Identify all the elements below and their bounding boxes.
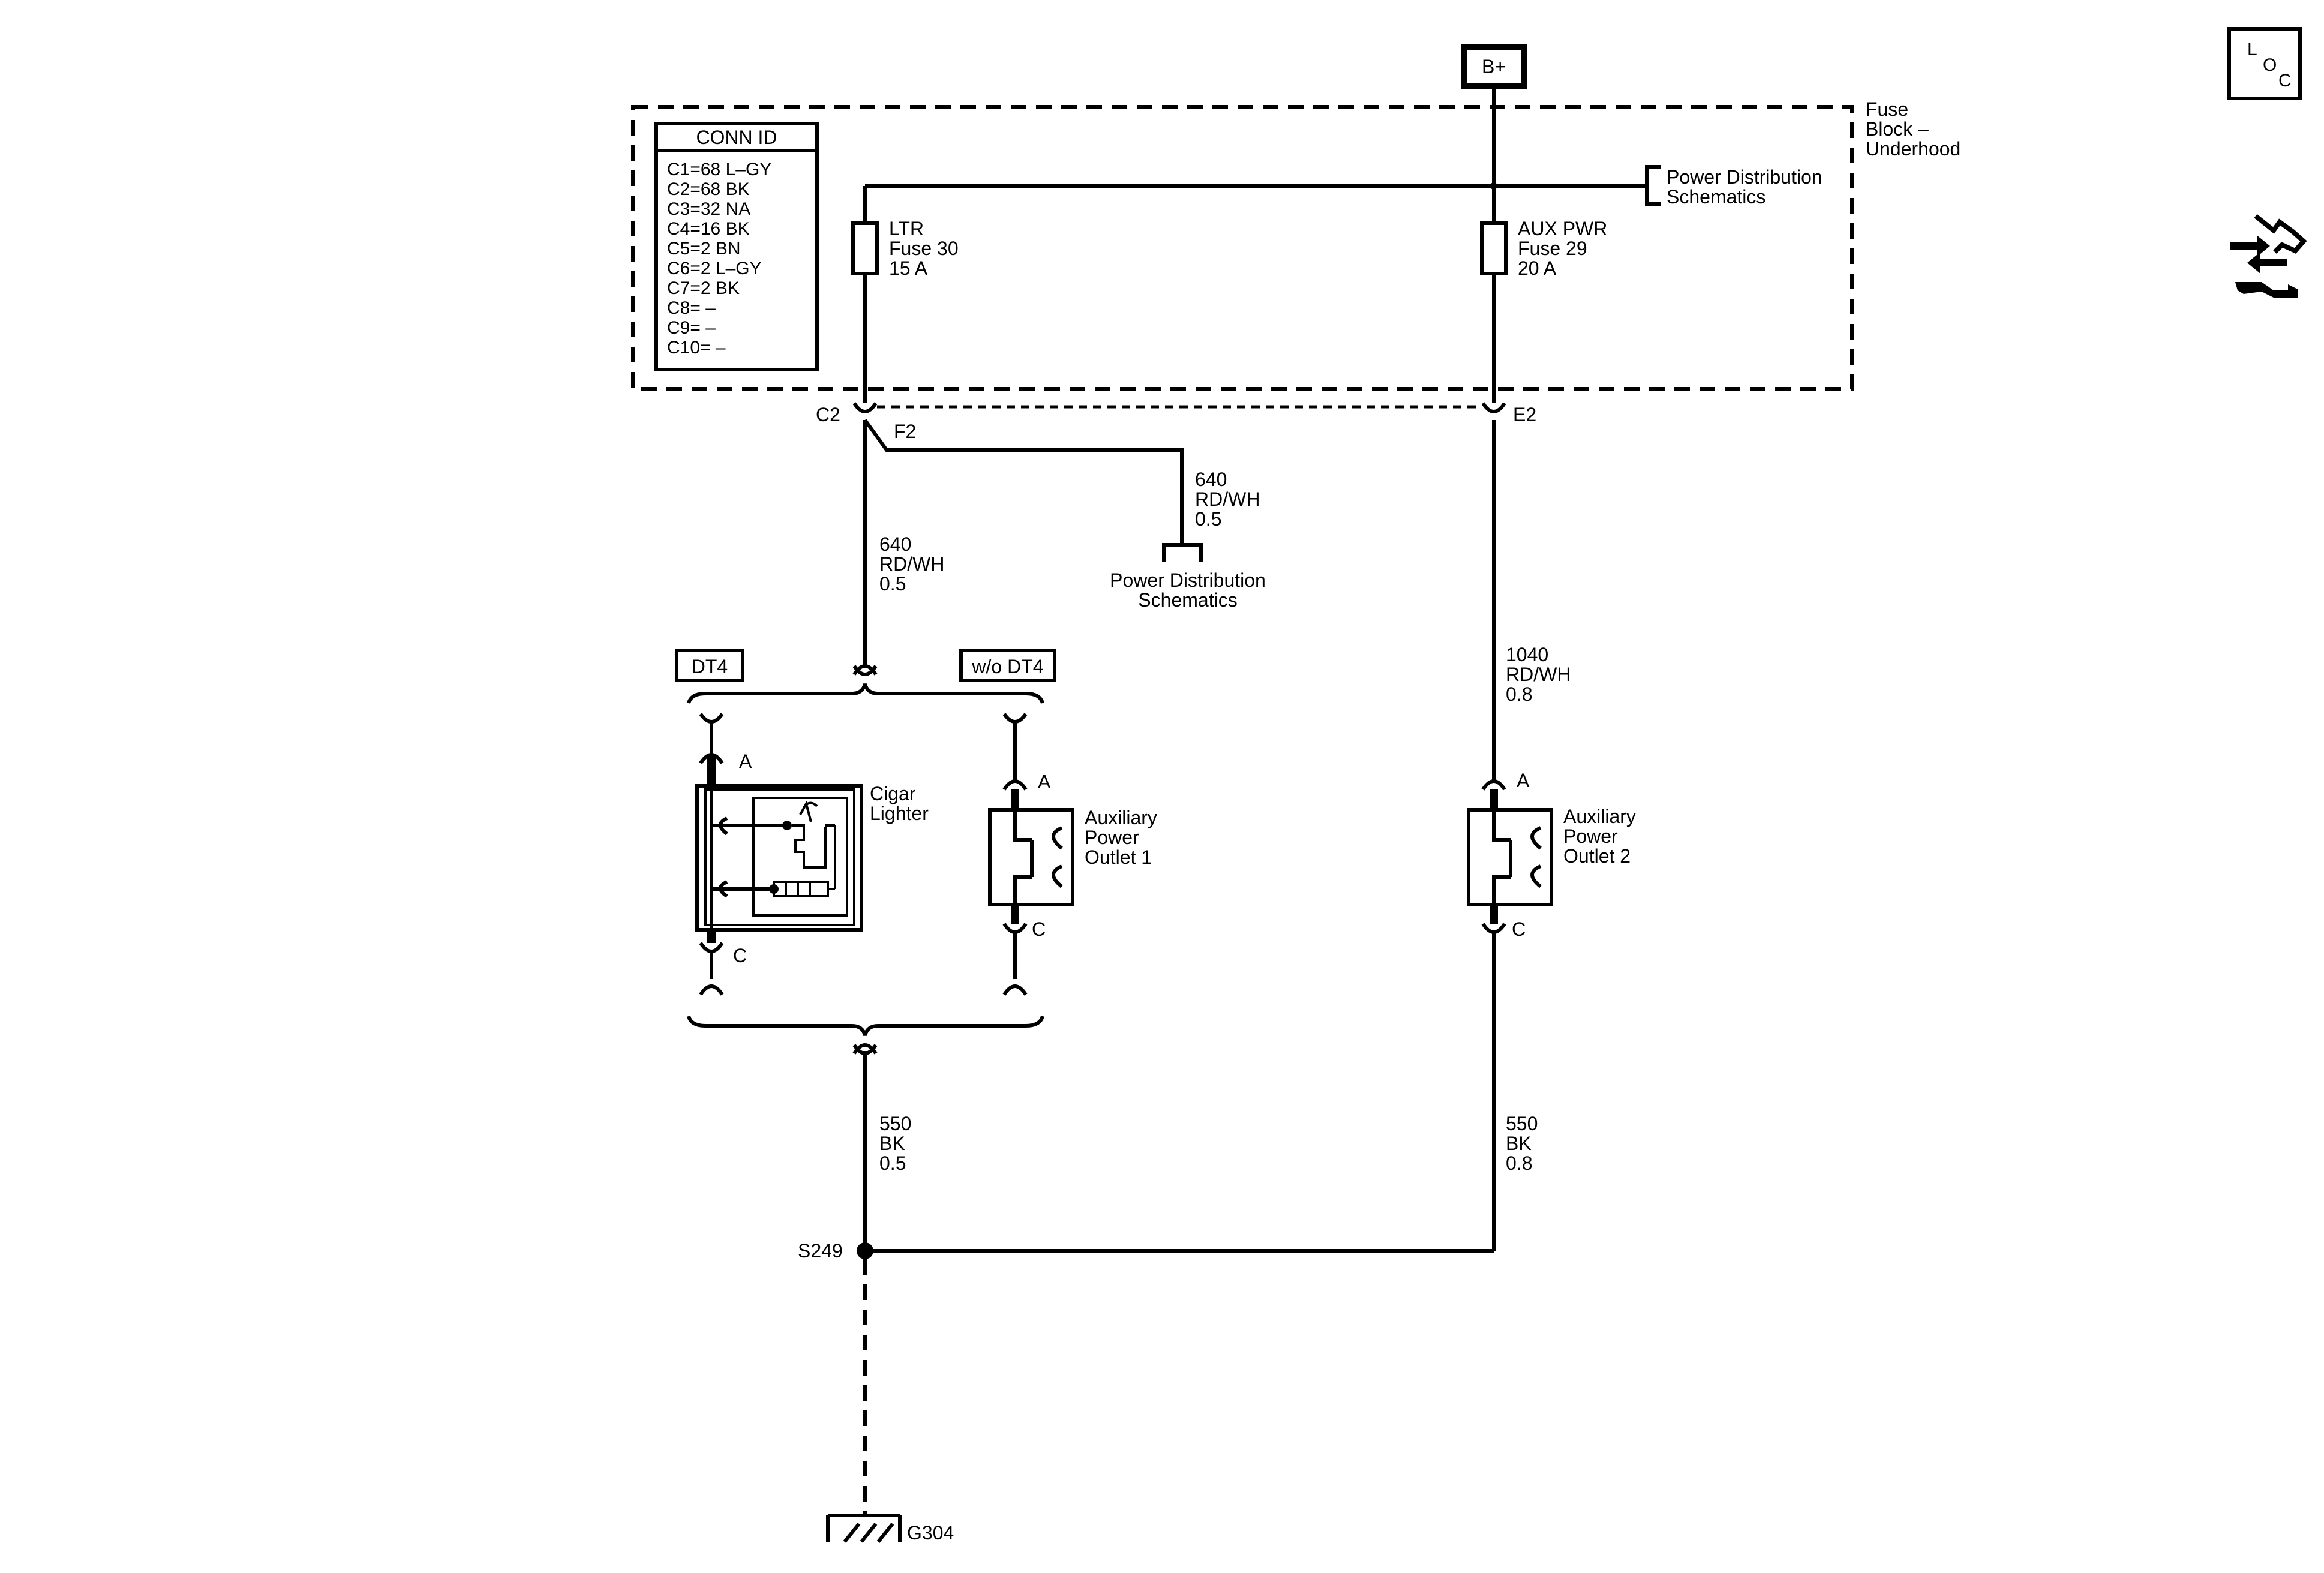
conn-id-entry: C10= – <box>667 338 726 358</box>
conn-id-entry: C1=68 L–GY <box>667 160 771 179</box>
aux-outlet-1-ground-wire: C <box>1002 905 1046 996</box>
svg-text:0.5: 0.5 <box>879 573 906 595</box>
conn-id-title: CONN ID <box>696 127 777 148</box>
svg-text:C: C <box>2278 71 2292 91</box>
svg-text:Power: Power <box>1085 827 1139 848</box>
svg-text:550: 550 <box>879 1113 911 1134</box>
power-distribution-reference-top: Power Distribution Schematics <box>1645 165 1822 208</box>
cigar-lighter-wire: A <box>699 713 752 786</box>
loc-icon[interactable]: L O C <box>2227 27 2302 100</box>
svg-text:AUX PWR: AUX PWR <box>1518 218 1607 239</box>
power-bus <box>863 86 1647 223</box>
svg-text:DT4: DT4 <box>692 656 728 677</box>
svg-text:Schematics: Schematics <box>1667 186 1765 208</box>
svg-text:C: C <box>1032 918 1046 940</box>
wire-550-right: C 550 BK 0.8 <box>1481 905 1538 1251</box>
svg-text:640: 640 <box>879 533 911 555</box>
svg-text:w/o DT4: w/o DT4 <box>971 656 1043 677</box>
fuse-aux-pwr: AUX PWR Fuse 29 20 A <box>1480 218 1607 403</box>
ground-g304: G304 <box>826 1259 954 1544</box>
svg-text:0.5: 0.5 <box>1195 508 1221 530</box>
conn-id-table: CONN ID C1=68 L–GY C2=68 BK C3=32 NA C4=… <box>654 122 819 371</box>
wire-640-main: 640 RD/WH 0.5 <box>852 420 944 676</box>
conn-id-entry: C8= – <box>667 298 716 318</box>
svg-text:Underhood: Underhood <box>1866 138 1960 160</box>
svg-text:Outlet 2: Outlet 2 <box>1563 845 1631 867</box>
option-brace-top <box>687 683 1044 704</box>
conn-id-entry: C4=16 BK <box>667 219 750 239</box>
svg-text:Power Distribution: Power Distribution <box>1110 569 1266 591</box>
connector-c2: C2 <box>816 402 878 425</box>
aux-power-outlet-2: Auxiliary Power Outlet 2 <box>1467 806 1636 906</box>
fuse-ltr: LTR Fuse 30 15 A <box>851 218 959 403</box>
branch-f2: F2 <box>863 419 1184 545</box>
svg-text:LTR: LTR <box>889 218 924 239</box>
svg-text:Fuse 30: Fuse 30 <box>889 238 959 259</box>
svg-text:C2: C2 <box>816 404 840 425</box>
svg-text:1040: 1040 <box>1506 644 1548 665</box>
splice-s249: S249 <box>798 1240 1494 1262</box>
fuse-block-outline <box>631 105 1854 391</box>
svg-text:A: A <box>1517 770 1530 791</box>
svg-text:Block –: Block – <box>1866 118 1929 140</box>
svg-text:F2: F2 <box>894 421 916 442</box>
svg-text:Auxiliary: Auxiliary <box>1563 806 1636 827</box>
battery-positive: B+ <box>1461 44 1527 89</box>
svg-text:640: 640 <box>1195 469 1227 490</box>
svg-text:Fuse: Fuse <box>1866 98 1908 120</box>
svg-text:RD/WH: RD/WH <box>1195 488 1260 510</box>
aux-power-outlet-1: Auxiliary Power Outlet 1 <box>988 807 1157 906</box>
aux-outlet-2-wire: A <box>1481 770 1530 810</box>
option-brace-bottom <box>687 1016 1044 1036</box>
svg-text:B+: B+ <box>1482 56 1506 77</box>
conn-id-entry: C6=2 L–GY <box>667 259 762 278</box>
wire-550-left: 550 BK 0.5 <box>852 1043 911 1251</box>
option-dt4: DT4 <box>675 649 744 682</box>
svg-text:15 A: 15 A <box>889 257 928 279</box>
option-without-dt4: w/o DT4 <box>959 649 1056 682</box>
conn-id-entry: C2=68 BK <box>667 179 750 199</box>
svg-text:Auxiliary: Auxiliary <box>1085 807 1157 828</box>
svg-text:0.8: 0.8 <box>1506 683 1532 705</box>
conn-id-entry: C7=2 BK <box>667 278 740 298</box>
svg-text:C: C <box>1512 918 1526 940</box>
svg-text:Power Distribution: Power Distribution <box>1667 166 1822 188</box>
svg-text:20 A: 20 A <box>1518 257 1557 279</box>
svg-text:A: A <box>739 751 752 772</box>
cigar-lighter-ground-wire: C <box>699 930 747 996</box>
svg-text:Lighter: Lighter <box>870 803 929 824</box>
aux-outlet-1-wire: A <box>1002 713 1051 810</box>
wire-1040: 1040 RD/WH 0.8 <box>1492 420 1571 780</box>
svg-text:O: O <box>2263 55 2277 75</box>
svg-text:C: C <box>733 945 747 966</box>
svg-text:E2: E2 <box>1513 404 1536 425</box>
cigar-lighter: Cigar Lighter <box>695 783 929 932</box>
svg-text:Outlet 1: Outlet 1 <box>1085 846 1152 868</box>
svg-text:BK: BK <box>1506 1133 1532 1154</box>
svg-text:0.5: 0.5 <box>879 1152 906 1174</box>
svg-text:Power: Power <box>1563 825 1618 847</box>
svg-text:G304: G304 <box>907 1522 954 1544</box>
svg-text:Fuse 29: Fuse 29 <box>1518 238 1587 259</box>
conn-id-entry: C5=2 BN <box>667 239 741 259</box>
svg-text:Cigar: Cigar <box>870 783 916 804</box>
svg-text:550: 550 <box>1506 1113 1538 1134</box>
conn-id-entry: C9= – <box>667 318 716 338</box>
power-distribution-reference-branch: Power Distribution Schematics <box>1110 543 1266 611</box>
svg-text:0.8: 0.8 <box>1506 1152 1532 1174</box>
connector-repair-icon[interactable] <box>2230 214 2307 298</box>
svg-text:S249: S249 <box>798 1240 843 1262</box>
conn-id-entry: C3=32 NA <box>667 199 750 219</box>
svg-text:A: A <box>1038 771 1051 792</box>
svg-text:L: L <box>2247 40 2257 59</box>
svg-text:BK: BK <box>879 1133 905 1154</box>
wire-label-640-branch: 640 RD/WH 0.5 <box>1195 469 1260 530</box>
svg-text:Schematics: Schematics <box>1138 589 1237 611</box>
connector-e2: E2 <box>1481 402 1536 425</box>
svg-text:RD/WH: RD/WH <box>879 553 944 575</box>
svg-text:RD/WH: RD/WH <box>1506 664 1571 685</box>
fuse-block-label: Fuse Block – Underhood <box>1866 98 1960 160</box>
